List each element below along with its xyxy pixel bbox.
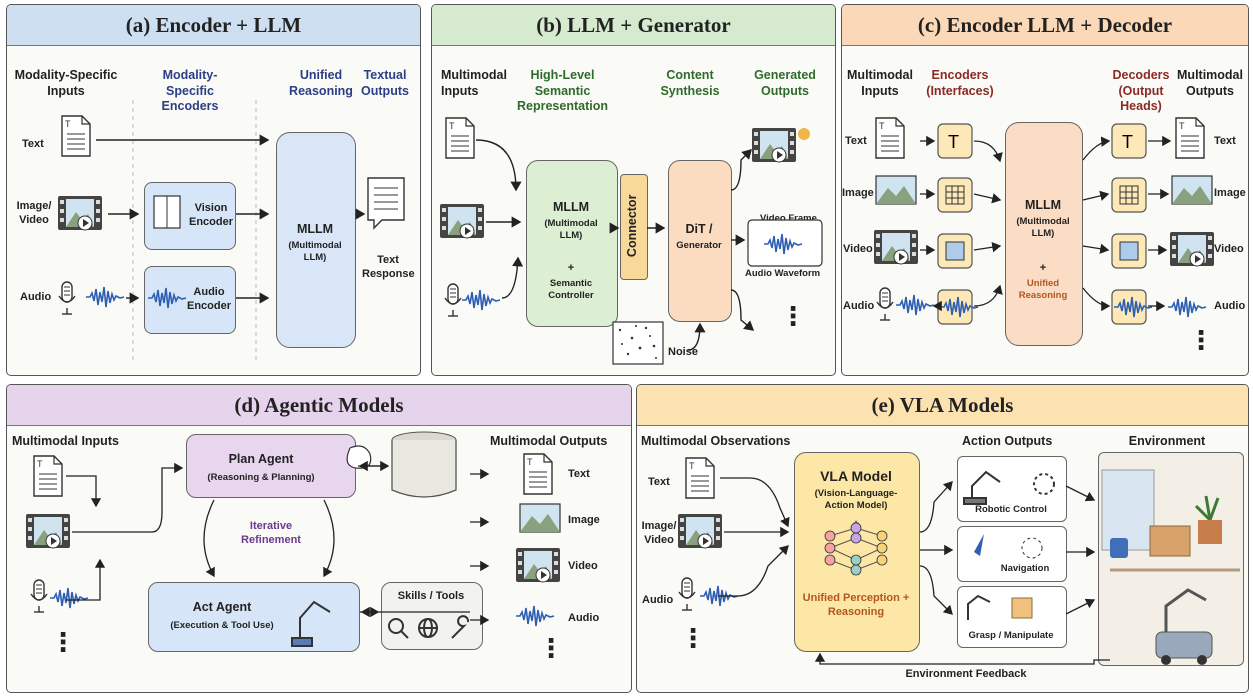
panel-b-title: (b) LLM + Generator [432,5,835,46]
vla-label: VLA Model [820,468,892,484]
e-col-observations: Multimodal Observations [641,434,791,448]
c-col-inputs: Multimodal Inputs [847,68,913,98]
e-in-dots: ⋮ [680,623,706,653]
external-memory-label: External Memory [408,456,452,482]
mllm-a-sub: (Multimodal LLM) [288,240,342,263]
e-label-image: Image/ Video [641,520,677,546]
vla-plus: + [853,518,859,529]
mllm-b-label: MLLM [552,200,590,214]
c-label-text: Text [845,135,867,147]
b-col-semantic: High-Level Semantic Representation [517,68,608,114]
d-col-inputs: Multimodal Inputs [12,434,119,448]
mllm-c-plus: + [1039,262,1047,274]
a-col-encoders: Modality-Specific Encoders [161,68,219,114]
generator-label: Generator [676,240,722,251]
d-out-image: Image [568,514,600,526]
d-out-video: Video [568,560,598,572]
plan-agent-box [186,434,356,498]
a-col-reasoning: Unified Reasoning [289,68,353,98]
a-col-inputs: Modality-Specific Inputs [14,68,118,98]
vla-sub: (Vision-Language-Action Model) [814,488,898,511]
b-out-video-label: Video Frame [760,213,817,224]
b-col-inputs: Multimodal Inputs [441,68,507,98]
grasp-label: Grasp / Manipulate [968,630,1054,641]
c-out-text: Text [1214,135,1236,147]
e-label-text: Text [648,476,670,488]
act-agent-label: Act Agent [192,600,252,614]
act-agent-sub: (Execution & Tool Use) [170,620,274,631]
panel-a-title: (a) Encoder + LLM [7,5,420,46]
mllm-box-c [1005,122,1083,346]
c-label-audio: Audio [843,300,875,312]
robotic-control-label: Robotic Control [975,504,1047,515]
b-out-audio-label: Audio Waveform [745,268,821,279]
iterative-refinement: Iterative Refinement [241,520,301,546]
mllm-b-sub: (Multimodal LLM) [544,218,598,241]
a-col-outputs: Textual Outputs [361,68,409,98]
d-col-outputs: Multimodal Outputs [490,434,608,448]
d-out-text: Text [568,468,590,480]
e-label-audio: Audio [642,594,674,606]
mllm-b-plus: + [567,262,575,274]
plan-agent-label: Plan Agent [228,452,294,466]
c-col-outputs: Multimodal Outputs [1177,68,1243,98]
c-out-video: Video [1214,243,1244,255]
c-col-encoders: Encoders (Interfaces) [926,68,994,98]
dit-label: DiT / [685,222,713,236]
act-agent-box [148,582,360,652]
audio-encoder-label: Audio Encoder [186,286,231,312]
plan-agent-sub: (Reasoning & Planning) [207,472,315,483]
mllm-box-a [276,132,356,348]
vision-encoder-label: Vision Encoder [188,202,233,228]
a-text-response: Text Response [362,254,415,280]
c-out-audio: Audio [1214,300,1246,312]
panel-c-title: (c) Encoder LLM + Decoder [842,5,1248,46]
panel-d-title: (d) Agentic Models [7,385,631,426]
b-col-generated: Generated Outputs [754,68,816,98]
d-out-dots: ⋮ [538,633,564,663]
c-out-image: Image [1214,187,1246,199]
navigation-label: Navigation [1000,563,1050,574]
e-col-actions: Action Outputs [962,434,1053,448]
connector-label: Connector [625,194,640,258]
b-col-synthesis: Content Synthesis [660,68,720,98]
c-col-decoders: Decoders (Output Heads) [1112,68,1170,114]
e-col-environment: Environment [1128,434,1206,448]
a-label-audio: Audio [20,291,52,303]
panel-e-title: (e) VLA Models [637,385,1248,426]
a-label-text: Text [22,138,44,150]
mllm-c-unified: Unified Reasoning [1018,278,1068,301]
vla-bottom: Unified Perception + Reasoning [802,592,910,618]
dit-box [668,160,732,322]
mllm-c-label: MLLM [1024,198,1062,212]
c-label-image: Image [842,187,874,199]
mllm-box-b [526,160,618,327]
mllm-a-label: MLLM [296,222,334,236]
a-label-image: Image/ Video [16,200,52,226]
c-label-video: Video [843,243,873,255]
skills-label: Skills / Tools [397,590,465,602]
d-in-dots: ⋮ [50,627,76,657]
connector-box [620,174,648,280]
feedback-label: Environment Feedback [905,668,1027,680]
d-out-audio: Audio [568,612,600,624]
mllm-c-sub: (Multimodal LLM) [1016,216,1070,239]
mllm-b-controller: Semantic Controller [548,278,594,301]
noise-label: Noise [668,346,698,358]
environment-scene [1098,452,1244,666]
c-more-dots: ⋮ [1188,325,1214,355]
b-more-dots: ⋮ [780,301,806,331]
